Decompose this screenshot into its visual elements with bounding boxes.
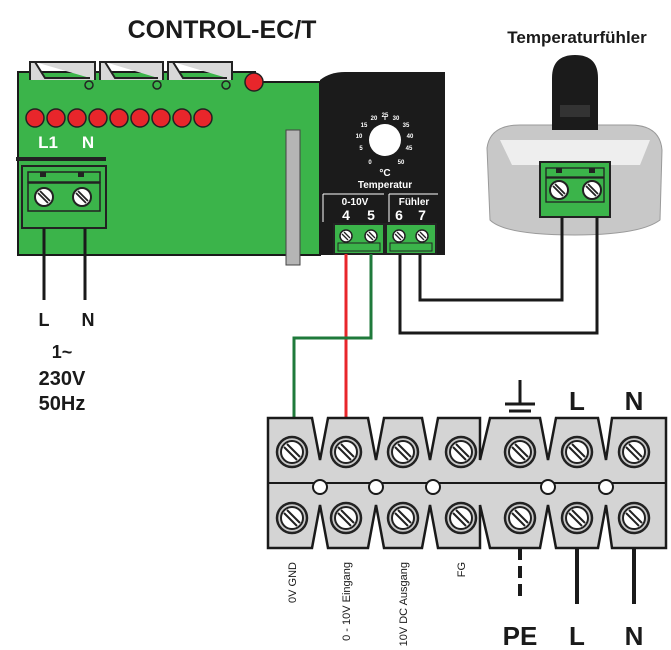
temperature-dial xyxy=(369,116,401,156)
slot-label-gnd: 0V GND xyxy=(287,562,299,603)
pin-7: 7 xyxy=(418,207,426,223)
group-signal-label: 0-10V xyxy=(342,197,369,208)
top-connectors xyxy=(29,61,233,90)
controller-board: L1 N 0 5 10 15 20 25 30 35 40 45 50 °C T… xyxy=(16,61,445,266)
dial-tick-40: 40 xyxy=(407,134,414,140)
strip-bottom-label-n: N xyxy=(625,621,644,650)
sensor-wiring xyxy=(398,217,599,335)
slot-label-output: 10V DC Ausgang xyxy=(398,562,410,646)
mains-leads xyxy=(518,548,636,604)
supply-frequency: 50Hz xyxy=(39,393,86,415)
group-sensor-label: Fühler xyxy=(399,197,430,208)
temperature-sensor xyxy=(486,55,663,236)
strip-bottom-label-pe: PE xyxy=(503,621,538,650)
dial-tick-10: 10 xyxy=(356,134,363,140)
dial-tick-15: 15 xyxy=(361,123,368,129)
dial-tick-5: 5 xyxy=(359,146,363,152)
signal-terminal xyxy=(333,223,385,255)
supply-voltage: 230V xyxy=(39,368,86,390)
strip-top-label-l: L xyxy=(569,386,585,416)
dial-label: Temperatur xyxy=(358,180,412,191)
power-label-n: N xyxy=(82,310,95,330)
dial-tick-30: 30 xyxy=(393,116,400,122)
slot-label-fg: FG xyxy=(456,562,468,577)
strip-bottom-label-l: L xyxy=(569,621,585,650)
dial-tick-20: 20 xyxy=(371,116,378,122)
sensor-title: Temperaturfühler xyxy=(507,28,647,47)
power-terminal xyxy=(21,165,107,229)
dial-tick-35: 35 xyxy=(403,123,410,129)
dial-tick-45: 45 xyxy=(406,146,413,152)
terminal-label-l1: L1 xyxy=(38,133,58,152)
status-led xyxy=(244,72,264,92)
dial-unit: °C xyxy=(379,168,390,179)
power-leads xyxy=(42,228,87,300)
terminal-label-n: N xyxy=(82,133,94,152)
device-title: CONTROL-EC/T xyxy=(128,16,317,44)
power-label-l: L xyxy=(39,310,50,330)
supply-phase: 1~ xyxy=(52,342,73,362)
pin-5: 5 xyxy=(367,207,375,223)
strip-top-label-n: N xyxy=(625,386,644,416)
fan-terminal-strip xyxy=(266,416,668,550)
dial-tick-50: 50 xyxy=(398,160,405,166)
pin-4: 4 xyxy=(342,207,350,223)
sensor-terminal xyxy=(385,223,437,255)
slot-label-input: 0 - 10V Eingang xyxy=(341,562,353,641)
dial-tick-25: 25 xyxy=(382,113,389,119)
dial-tick-0: 0 xyxy=(368,160,372,166)
ground-icon xyxy=(505,380,535,413)
led-row xyxy=(25,108,213,128)
pin-6: 6 xyxy=(395,207,403,223)
signal-wiring xyxy=(292,254,373,432)
